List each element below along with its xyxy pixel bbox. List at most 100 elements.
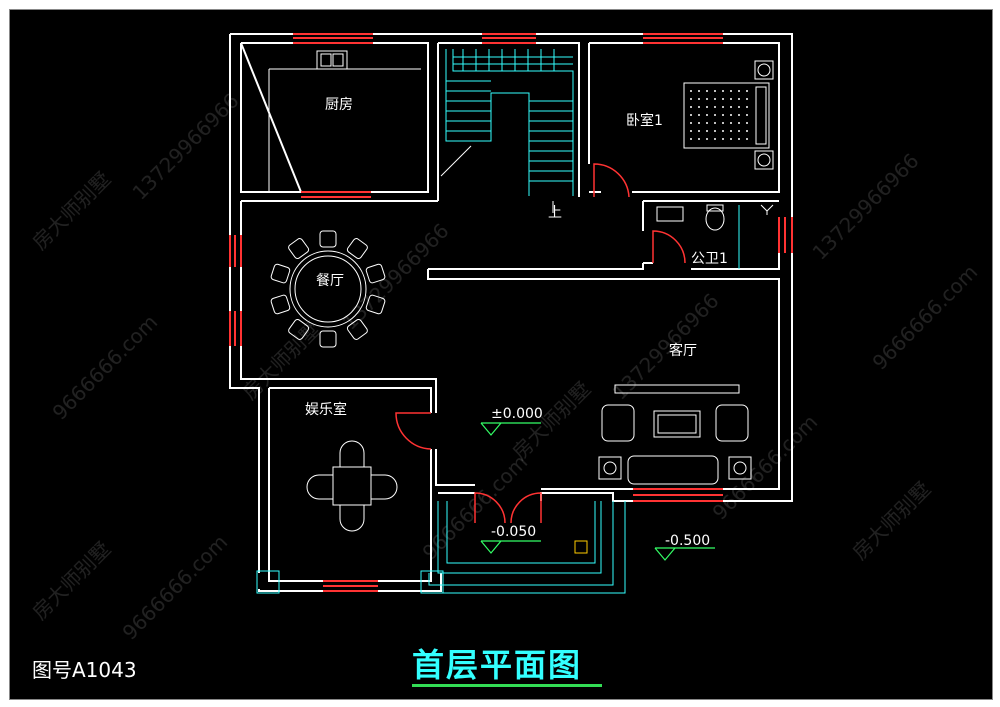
toilet-icon: [705, 207, 725, 231]
watermark-text: 13729966966: [608, 289, 724, 405]
window-dining-2: [229, 311, 242, 346]
bed-pattern-dot: [714, 106, 716, 108]
lamp-icon: [733, 461, 747, 475]
dining-chair: [346, 238, 368, 260]
outer-wall-line: [230, 33, 793, 502]
bed-pattern-dot: [690, 90, 692, 92]
room-label-bedroom: 卧室1: [626, 112, 663, 129]
dining-chair: [288, 238, 310, 260]
bed-pattern-dot: [698, 98, 700, 100]
shower-head-icon: [760, 204, 774, 215]
column-icon: [256, 570, 280, 594]
stair-rail: [445, 49, 530, 196]
bed-pattern-dot: [722, 106, 724, 108]
dining-chair: [319, 330, 337, 348]
bed-pattern-dot: [738, 114, 740, 116]
sink-basin: [320, 53, 332, 67]
bed-pattern-dot: [746, 90, 748, 92]
bed-pattern-dot: [706, 138, 708, 140]
staircase: [440, 49, 574, 213]
stair-rail: [452, 49, 574, 196]
window-dining-1: [229, 235, 242, 267]
bed-pattern-dot: [746, 106, 748, 108]
sink-icon: [316, 50, 348, 70]
elevation-marker-outside: [654, 547, 715, 561]
watermark-text: 13729966966: [808, 149, 924, 265]
elevation-markers: [480, 422, 715, 561]
bed-pattern-dot: [738, 122, 740, 124]
bed-pattern-dot: [746, 122, 748, 124]
bed-pattern-dot: [698, 122, 700, 124]
dining-chair: [270, 294, 291, 315]
bed-pattern-dot: [730, 114, 732, 116]
room-label-entertainment: 娱乐室: [305, 401, 347, 418]
game-table-top: [332, 466, 372, 506]
bed-pattern-dot: [706, 98, 708, 100]
watermark-layer: 房大师别墅 9666666.com 房大师别墅 13729966966 房大师别…: [28, 89, 983, 645]
toilet-tank: [706, 204, 724, 212]
bed-pattern-dot: [746, 138, 748, 140]
bed-pattern-dot: [714, 130, 716, 132]
dining-chair: [270, 263, 291, 284]
living-wall: [427, 263, 780, 490]
chair-east: [371, 474, 398, 500]
watermark-text: 9666666.com: [118, 530, 233, 645]
elevation-marker-main: [480, 422, 541, 436]
bed-pattern-dot: [706, 106, 708, 108]
stair-wall: [437, 42, 580, 201]
living-furniture: [598, 384, 752, 485]
bed-pattern-dot: [698, 114, 700, 116]
room-label-kitchen: 厨房: [325, 97, 353, 113]
kitchen-counter: [268, 68, 421, 192]
window-entertainment: [323, 580, 378, 592]
bed-pattern-dot: [730, 122, 732, 124]
bed-pattern-dot: [722, 98, 724, 100]
chair-south: [339, 505, 365, 532]
title-underline: [412, 684, 602, 687]
door-main-entrance: [474, 492, 542, 524]
sink-basin: [332, 53, 344, 67]
lamp-icon: [757, 153, 771, 167]
chair-west: [306, 474, 333, 500]
lamp-icon: [603, 461, 617, 475]
bed-pattern-dot: [690, 138, 692, 140]
sofa-icon: [627, 455, 719, 485]
bed-pattern-dot: [730, 106, 732, 108]
elevation-porch: -0.050: [491, 524, 536, 540]
bed-pattern-dot: [698, 130, 700, 132]
bed-pattern-dot: [722, 90, 724, 92]
bed-pattern-dot: [722, 114, 724, 116]
bed-pattern-dot: [690, 114, 692, 116]
bed-pattern-dot: [738, 130, 740, 132]
watermark-text: 房大师别墅: [28, 167, 116, 255]
bed-headboard: [755, 86, 767, 145]
lamp-icon: [757, 63, 771, 77]
bed-pattern-dot: [706, 130, 708, 132]
bed-pattern-dot: [706, 90, 708, 92]
bed-icon: [683, 82, 770, 149]
dining-table-top: [289, 250, 367, 328]
armchair-icon: [601, 404, 635, 442]
watermark-text: 13729966966: [338, 219, 454, 335]
room-label-dining: 餐厅: [316, 273, 344, 289]
kitchen-wall: [240, 42, 429, 193]
side-table-icon: [728, 456, 752, 480]
step-edge: [428, 501, 614, 586]
side-table-icon: [598, 456, 622, 480]
bed-pattern-dot: [698, 138, 700, 140]
drain-icon: [574, 540, 588, 554]
nightstand-icon: [754, 150, 774, 170]
kitchen-sliding-door: [301, 191, 371, 198]
bed-pattern-dot: [746, 98, 748, 100]
bed-pattern-dot: [730, 138, 732, 140]
kitchen-fixtures: [268, 50, 421, 192]
bed-pattern-dot: [690, 130, 692, 132]
bed-pattern-dot: [706, 122, 708, 124]
dining-table-inner: [294, 255, 362, 323]
dining-chair: [288, 318, 310, 340]
dining-chair: [365, 294, 386, 315]
column-icon: [420, 570, 444, 594]
bed-pattern-dot: [690, 98, 692, 100]
doors: [395, 163, 686, 524]
bed-pattern-dot: [714, 122, 716, 124]
